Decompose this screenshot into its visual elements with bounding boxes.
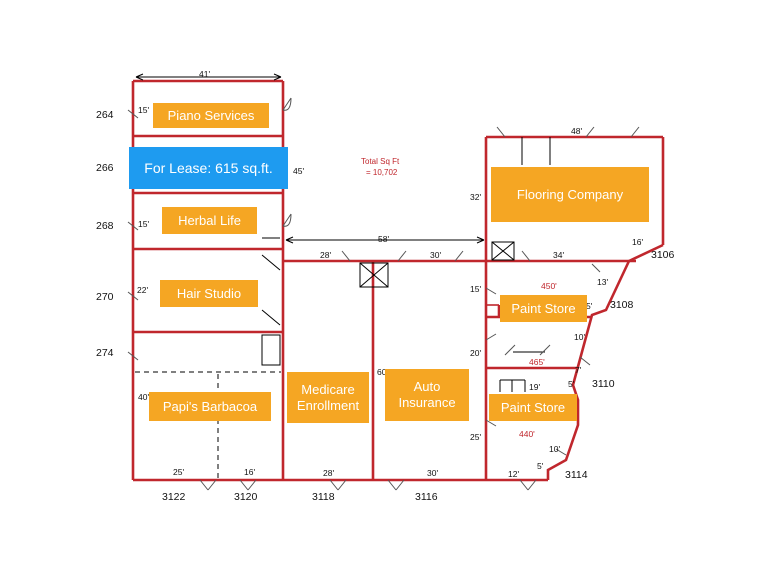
tenant-label-line1: Medicare xyxy=(301,381,355,397)
tenant-label: Hair Studio xyxy=(176,285,242,301)
tenant-label: Papi's Barbacoa xyxy=(162,398,258,414)
tenant-piano-services[interactable]: Piano Services xyxy=(153,103,269,128)
dim-herbal-depth: 15' xyxy=(138,219,149,229)
tenant-label: Piano Services xyxy=(167,107,255,123)
tenant-for-lease[interactable]: For Lease: 615 sq.ft. xyxy=(129,147,288,189)
dim-25-right: 25' xyxy=(470,432,481,442)
tenant-label: Flooring Company xyxy=(516,186,624,202)
unit-3114: 3114 xyxy=(565,469,588,481)
tenant-papis-barbacoa[interactable]: Papi's Barbacoa xyxy=(149,392,271,421)
tenant-label: For Lease: 615 sq.ft. xyxy=(144,159,273,176)
area-440: 440' xyxy=(519,429,535,439)
dim-30-bottom: 30' xyxy=(427,468,438,478)
dim-7: 7' xyxy=(575,365,582,375)
tenant-label: Paint Store xyxy=(500,399,566,415)
dim-58: 58' xyxy=(378,234,389,244)
dim-25-bottom: 25' xyxy=(173,467,184,477)
unit-270: 270 xyxy=(96,291,114,303)
unit-266: 266 xyxy=(96,162,114,174)
total-sqft-value: = 10,702 xyxy=(366,168,398,177)
tenant-label-line2: Insurance xyxy=(398,395,456,410)
tenant-paint-store-lower[interactable]: Paint Store xyxy=(489,394,577,421)
area-450: 450' xyxy=(541,281,557,291)
dim-32: 32' xyxy=(470,192,481,202)
unit-268: 268 xyxy=(96,220,114,232)
tenant-herbal-life[interactable]: Herbal Life xyxy=(162,207,257,234)
dim-top-width: 41' xyxy=(199,69,210,79)
unit-3122: 3122 xyxy=(162,491,186,503)
tenant-label: Paint Store xyxy=(511,300,576,316)
dim-hair-depth: 22' xyxy=(137,285,148,295)
dim-5-mid: 5' xyxy=(568,379,575,389)
area-465: 465' xyxy=(529,357,545,367)
dim-60: 60' xyxy=(377,367,388,377)
dim-34: 34' xyxy=(553,250,564,260)
tenant-paint-store-upper[interactable]: Paint Store xyxy=(500,295,587,322)
tenant-auto-insurance[interactable]: Auto Insurance xyxy=(385,369,469,421)
unit-3108: 3108 xyxy=(610,299,634,311)
unit-274: 274 xyxy=(96,347,114,359)
dim-45: 45' xyxy=(293,166,304,176)
width-dimension-58 xyxy=(285,236,485,244)
tenant-flooring-company[interactable]: Flooring Company xyxy=(491,167,649,222)
unit-3106: 3106 xyxy=(651,249,675,261)
interior-fixtures xyxy=(135,137,551,478)
dim-5-lower: 5' xyxy=(537,461,544,471)
dim-30-top: 30' xyxy=(430,250,441,260)
unit-3120: 3120 xyxy=(234,491,258,503)
dim-20: 20' xyxy=(470,348,481,358)
dim-5-upper: 5' xyxy=(586,301,593,311)
dim-10-lower: 10' xyxy=(549,444,560,454)
tenant-label-line1: Auto xyxy=(413,379,441,395)
top-dimension xyxy=(135,73,282,81)
dim-16-right: 16' xyxy=(632,237,643,247)
dim-16-bottom: 16' xyxy=(244,467,255,477)
dim-19: 19' xyxy=(529,382,540,392)
dim-28-bottom: 28' xyxy=(323,468,334,478)
total-sqft-label: Total Sq Ft xyxy=(361,157,400,166)
dim-28-top: 28' xyxy=(320,250,331,260)
tenant-medicare-enrollment[interactable]: Medicare Enrollment xyxy=(287,372,369,423)
dim-12: 12' xyxy=(508,469,519,479)
dim-48: 48' xyxy=(571,126,582,136)
tenant-label: Herbal Life xyxy=(178,212,241,228)
unit-3116: 3116 xyxy=(415,491,438,503)
tenant-label-line2: Enrollment xyxy=(296,397,360,413)
unit-3118: 3118 xyxy=(312,491,335,503)
dim-10-upper: 10' xyxy=(574,332,585,342)
dim-40: 40' xyxy=(138,392,149,402)
dim-15-right: 15' xyxy=(470,284,481,294)
door-swings xyxy=(127,97,640,491)
tenant-hair-studio[interactable]: Hair Studio xyxy=(160,280,258,307)
unit-264: 264 xyxy=(96,109,114,121)
unit-3110: 3110 xyxy=(592,378,615,390)
dim-piano-depth: 15' xyxy=(138,105,149,115)
dim-13: 13' xyxy=(597,277,608,287)
